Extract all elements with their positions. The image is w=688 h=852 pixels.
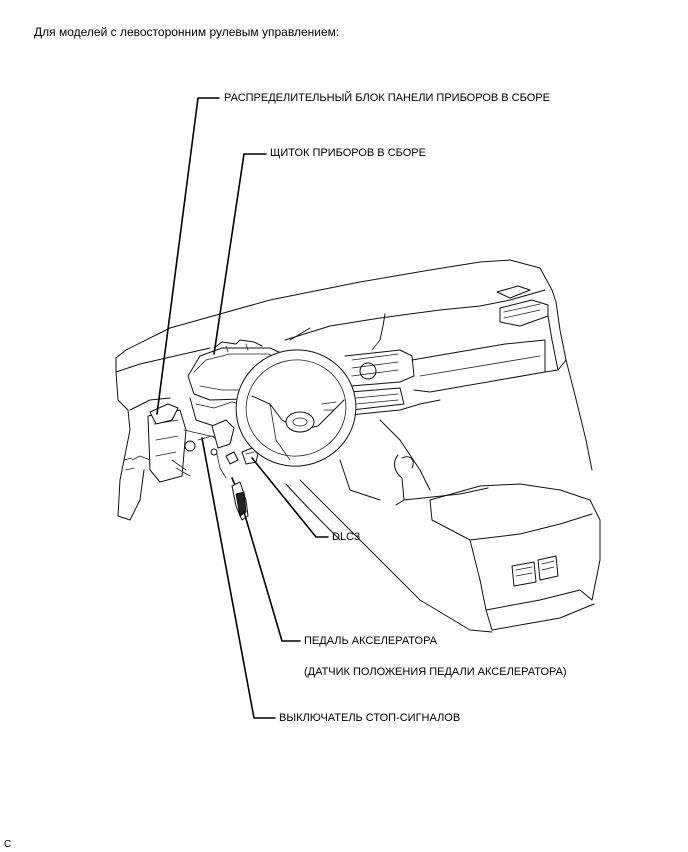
dashboard-outline [115,259,601,633]
leader-junction-block [156,97,220,415]
leader-dlc3 [251,457,329,538]
label-junction-block: РАСПРЕДЕЛИТЕЛЬНЫЙ БЛОК ПАНЕЛИ ПРИБОРОВ В… [224,92,550,104]
leader-lines [156,97,329,719]
diagram-heading: Для моделей с левосторонним рулевым упра… [34,25,340,39]
label-meter: ЩИТОК ПРИБОРОВ В СБОРЕ [270,147,426,159]
leader-stop-switch [201,437,276,719]
lower-components [131,403,259,521]
leader-meter [213,153,267,355]
label-stop-switch: ВЫКЛЮЧАТЕЛЬ СТОП-СИГНАЛОВ [279,712,461,724]
leader-accel-pedal [243,511,301,642]
label-accel-pedal: ПЕДАЛЬ АКСЕЛЕРАТОРА [304,635,438,647]
label-accel-sensor: (ДАТЧИК ПОЛОЖЕНИЯ ПЕДАЛИ АКСЕЛЕРАТОРА) [304,666,567,678]
corner-mark: C [4,839,12,850]
label-dlc3: DLC3 [332,531,361,543]
steering-wheel [235,349,357,467]
